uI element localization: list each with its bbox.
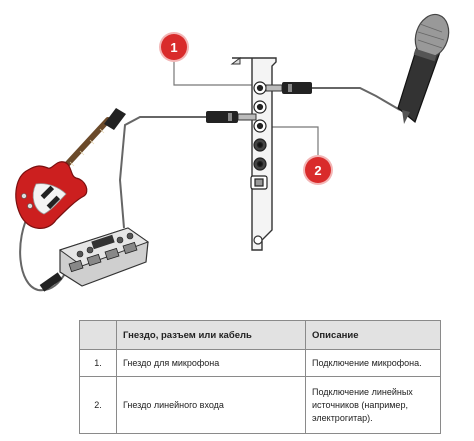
row-jack: Гнездо линейного входа bbox=[116, 376, 306, 434]
legend-table-header-row: Гнездо, разъем или кабель Описание bbox=[79, 320, 441, 350]
row-jack: Гнездо для микрофона bbox=[116, 349, 306, 377]
jack-plug-icon bbox=[206, 111, 257, 123]
electric-guitar-icon bbox=[15, 108, 126, 229]
microphone-cable bbox=[312, 87, 401, 111]
callout-leader-lines bbox=[173, 60, 319, 157]
callout-2-marker: 2 bbox=[305, 157, 331, 183]
header-jack: Гнездо, разъем или кабель bbox=[116, 320, 306, 350]
legend-table: Гнездо, разъем или кабель Описание 1. Гн… bbox=[79, 320, 441, 434]
row-description: Подключение микрофона. bbox=[305, 349, 441, 377]
header-description: Описание bbox=[305, 320, 441, 350]
jack-plug-icon bbox=[265, 82, 312, 94]
microphone-icon bbox=[397, 13, 450, 124]
callout-1-marker: 1 bbox=[161, 34, 187, 60]
table-row: 2. Гнездо линейного входа Подключение ли… bbox=[79, 376, 441, 434]
sound-card-jacks bbox=[250, 81, 268, 190]
header-number bbox=[79, 320, 117, 350]
row-number: 2. bbox=[79, 376, 117, 434]
effects-pedal-icon bbox=[58, 227, 150, 287]
line-in-cable bbox=[118, 116, 206, 229]
table-row: 1. Гнездо для микрофона Подключение микр… bbox=[79, 349, 441, 377]
jack-plug-icon bbox=[39, 272, 63, 292]
connection-diagram bbox=[15, 13, 450, 292]
guitar-cable bbox=[19, 211, 67, 292]
row-description: Подключение линейных источников (наприме… bbox=[305, 376, 441, 434]
row-number: 1. bbox=[79, 349, 117, 377]
